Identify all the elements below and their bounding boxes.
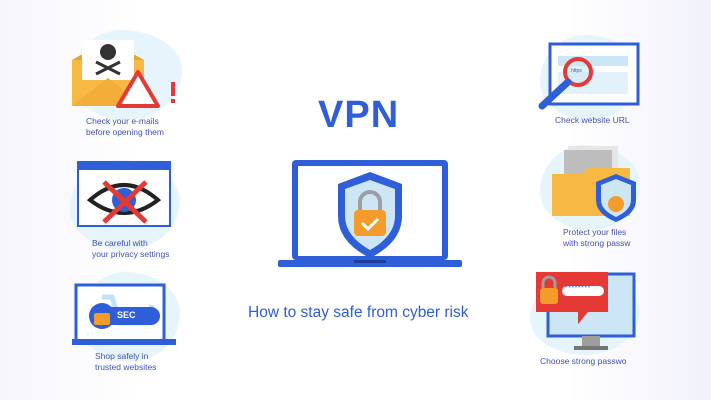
tip-caption-line: trusted websites xyxy=(95,362,157,372)
eye-blocked-icon xyxy=(77,161,171,227)
password-monitor-icon xyxy=(536,272,636,350)
tip-caption-line: Be careful with xyxy=(92,238,148,248)
sec-badge: SEC xyxy=(117,310,136,320)
protected-folder-icon xyxy=(552,146,636,222)
tip-caption-line: with strong passw xyxy=(563,238,631,248)
tip-caption-line: before opening them xyxy=(86,127,164,137)
tip-caption-line: your privacy settings xyxy=(92,249,170,259)
page-title: VPN xyxy=(318,94,400,136)
tip-caption-line: Shop safely in xyxy=(95,351,149,361)
tip-caption-line: Check website URL xyxy=(555,115,630,125)
vpn-laptop-shield-icon xyxy=(278,160,462,267)
tip-caption-line: Choose strong passwo xyxy=(540,356,627,366)
email-warning-icon xyxy=(72,40,175,108)
password-dots: ******** xyxy=(565,285,591,292)
tip-caption-line: Protect your files xyxy=(563,227,627,237)
page-subtitle: How to stay safe from cyber risk xyxy=(248,304,469,321)
tip-caption-line: Check your e-mails xyxy=(86,116,159,126)
https-label: https xyxy=(571,68,582,74)
secure-shop-icon xyxy=(72,283,176,345)
url-magnifier-icon xyxy=(538,42,640,110)
